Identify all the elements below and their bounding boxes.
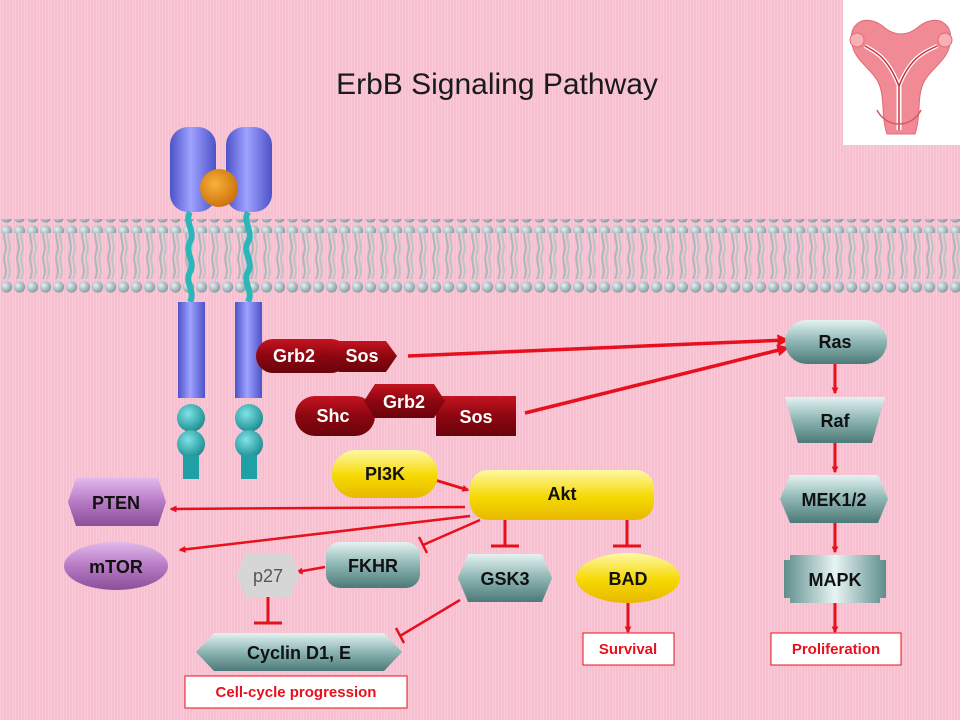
edge-akt-pten	[169, 505, 466, 513]
node-fkhr: FKHR	[326, 542, 420, 588]
outcome-proliferation: Proliferation	[770, 632, 902, 666]
uterus-inset	[843, 0, 960, 145]
node-mtor-label: mTOR	[89, 557, 143, 577]
node-mapk-label: MAPK	[809, 570, 862, 590]
edge-fkhr-p27	[295, 565, 326, 575]
outcome-proliferation-label: Proliferation	[792, 641, 880, 658]
ligand	[200, 169, 238, 207]
outcome-survival: Survival	[582, 632, 675, 666]
node-sos-b: Sos	[436, 396, 516, 436]
edge-sos-b-ras	[524, 344, 790, 415]
node-p27-label: p27	[253, 566, 283, 586]
node-sos-b-label: Sos	[459, 407, 492, 427]
node-sos-a-label: Sos	[345, 346, 378, 366]
node-pi3k: PI3K	[332, 450, 438, 498]
node-ras-label: Ras	[818, 332, 851, 352]
outcome-cell-cycle: Cell-cycle progression	[184, 675, 408, 709]
node-cyclin-label: Cyclin D1, E	[247, 643, 351, 663]
page-title: ErbB Signaling Pathway	[336, 68, 658, 101]
node-raf-label: Raf	[820, 411, 850, 431]
outcome-survival-label: Survival	[599, 641, 657, 658]
node-cyclin: Cyclin D1, E	[196, 633, 402, 671]
node-grb2-b: Grb2	[364, 384, 445, 418]
node-mek: MEK1/2	[780, 475, 888, 523]
node-grb2-a-label: Grb2	[273, 346, 315, 366]
node-mtor: mTOR	[64, 542, 168, 590]
node-akt: Akt	[470, 470, 654, 520]
edge-gsk3-cyclin	[399, 598, 461, 638]
node-bad: BAD	[576, 553, 680, 603]
node-pten-label: PTEN	[92, 493, 140, 513]
node-bad-label: BAD	[609, 569, 648, 589]
node-p27: p27	[236, 553, 300, 597]
node-gsk3: GSK3	[458, 554, 552, 602]
outcome-cell-cycle-label: Cell-cycle progression	[216, 684, 377, 701]
node-pten: PTEN	[68, 478, 166, 526]
node-grb2-a: Grb2	[256, 339, 348, 373]
node-sos-a: Sos	[328, 341, 397, 372]
node-ras: Ras	[785, 320, 887, 364]
edges	[169, 334, 839, 644]
edge-akt-fkhr	[422, 518, 481, 547]
node-fkhr-label: FKHR	[348, 556, 398, 576]
edge-sos-a-ras	[407, 334, 790, 358]
edge-akt-mtor	[178, 514, 471, 553]
edge-pi3k-akt	[434, 478, 470, 492]
node-shc: Shc	[295, 396, 375, 436]
node-raf: Raf	[785, 397, 885, 443]
node-mek-label: MEK1/2	[801, 490, 866, 510]
node-grb2-b-label: Grb2	[383, 392, 425, 412]
uterus-icon	[849, 19, 953, 135]
cell-membrane	[0, 219, 960, 293]
node-pi3k-label: PI3K	[365, 464, 405, 484]
erbb-receptor-left	[170, 127, 216, 479]
node-shc-label: Shc	[316, 406, 349, 426]
node-mapk: MAPK	[784, 555, 886, 603]
node-akt-label: Akt	[547, 484, 576, 504]
node-gsk3-label: GSK3	[480, 569, 529, 589]
